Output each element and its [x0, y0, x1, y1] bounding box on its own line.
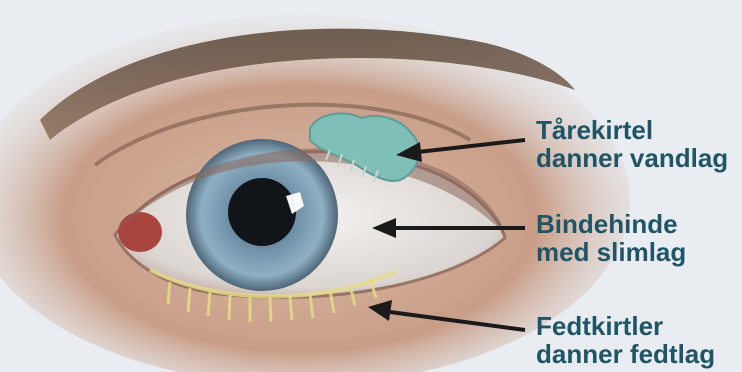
label-conjunctiva-line1: Bindehinde [536, 210, 686, 238]
pupil [228, 178, 296, 246]
caruncle [118, 212, 162, 252]
label-conjunctiva-line2: med slimlag [536, 238, 686, 266]
label-conjunctiva: Bindehinde med slimlag [536, 210, 686, 266]
label-lacrimal-gland: Tårekirtel danner vandlag [536, 116, 728, 172]
label-meibomian-glands-line1: Fedtkirtler [536, 312, 715, 340]
label-lacrimal-gland-line2: danner vandlag [536, 144, 728, 172]
label-meibomian-glands-line2: danner fedtlag [536, 340, 715, 368]
label-lacrimal-gland-line1: Tårekirtel [536, 116, 728, 144]
label-meibomian-glands: Fedtkirtler danner fedtlag [536, 312, 715, 368]
